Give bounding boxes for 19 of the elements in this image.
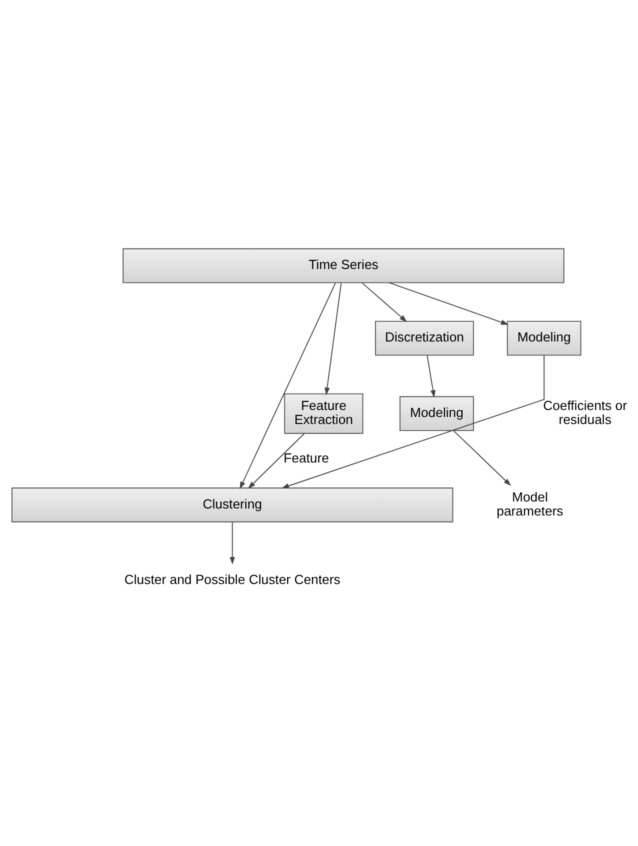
arrow: [426, 355, 436, 398]
node-box: Clustering: [12, 488, 454, 522]
node-box: Discretization: [375, 320, 474, 356]
arrow: [453, 430, 512, 486]
arrow: [388, 282, 508, 325]
arrow: [230, 522, 235, 564]
edge-label: Feature: [284, 450, 329, 466]
arrow: [324, 282, 342, 396]
node-text: Cluster and Possible Cluster Centers: [124, 572, 340, 587]
node-text: Model parameters: [496, 489, 564, 518]
node-box: Time Series: [122, 248, 564, 284]
arrow: [248, 433, 305, 489]
arrow: [361, 282, 407, 322]
arrow: [281, 354, 545, 488]
edge-label: Coefficients or residuals: [543, 398, 628, 428]
node-box: Modeling: [506, 320, 582, 356]
node-box: Feature Extraction: [284, 393, 364, 434]
node-box: Modeling: [400, 396, 474, 431]
arrow: [240, 282, 336, 490]
